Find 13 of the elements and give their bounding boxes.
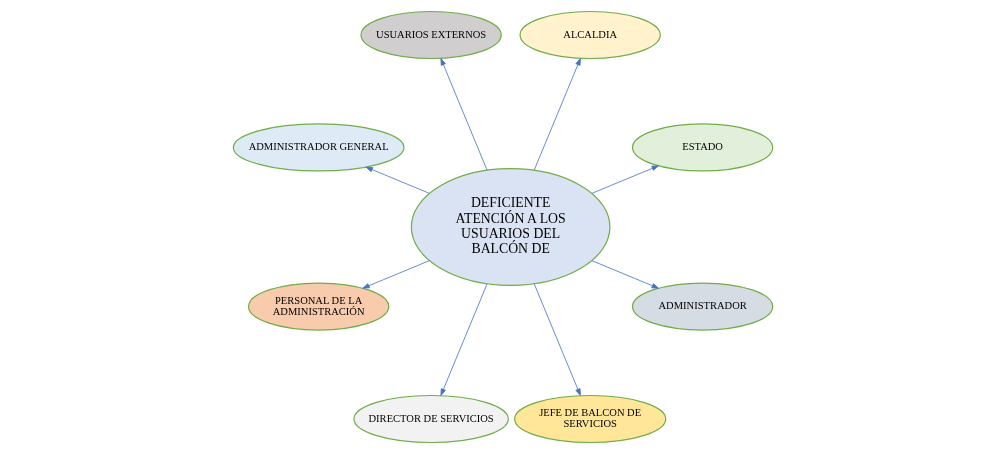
arrow: [591, 260, 659, 289]
arrow: [591, 165, 659, 194]
node-ellipse: JEFE DE BALCON DE SERVICIOS: [514, 394, 667, 444]
arrow: [365, 166, 430, 194]
arrow: [533, 283, 581, 396]
node-ellipse: DIRECTOR DE SERVICIOS: [353, 394, 509, 444]
arrow: [440, 283, 488, 396]
arrow: [440, 58, 488, 171]
node-ellipse: DEFICIENTE ATENCIÓN A LOS USUARIOS DEL BALCÓN DE: [410, 168, 611, 286]
arrow: [533, 58, 581, 171]
arrow: [362, 260, 430, 289]
node-ellipse: ALCALDIA: [519, 10, 661, 60]
node-ellipse: USUARIOS EXTERNOS: [360, 10, 502, 60]
